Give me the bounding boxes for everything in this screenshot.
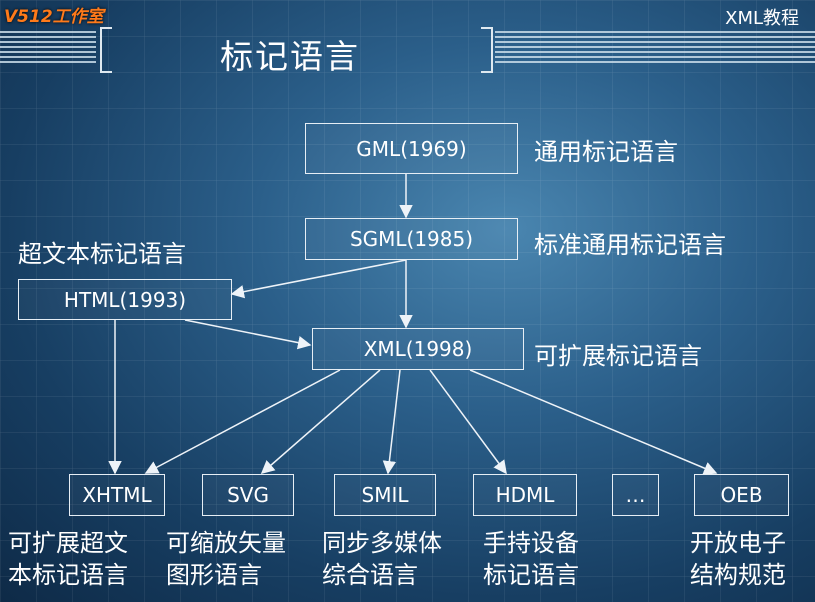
sgml-node: SGML(1985): [305, 218, 518, 260]
studio-logo: V512工作室: [4, 7, 104, 27]
child-node-xhtml: XHTML: [69, 474, 165, 516]
title-bracket-right: [481, 27, 493, 73]
sgml-description: 标准通用标记语言: [534, 231, 726, 259]
child-node-svg: SVG: [202, 474, 294, 516]
header-stripes-right: [495, 31, 815, 65]
title-bracket-left: [100, 27, 112, 73]
arrow-xml-smil: [382, 369, 401, 475]
child-node-hdml: HDML: [473, 474, 577, 516]
child-node-ellipsis: …: [612, 474, 659, 516]
header-stripes-left: [0, 31, 96, 65]
arrow-html-xml: [184, 319, 312, 350]
arrow-sgml-html: [230, 259, 407, 299]
gml-description: 通用标记语言: [534, 138, 678, 166]
gml-node: GML(1969): [305, 123, 518, 174]
oeb-description: 开放电子 结构规范: [690, 529, 786, 589]
hdml-description: 手持设备 标记语言: [483, 529, 579, 589]
xhtml-description: 可扩展超文 本标记语言: [8, 529, 128, 589]
svg-description: 可缩放矢量 图形语言: [166, 529, 286, 589]
html-node: HTML(1993): [18, 279, 232, 320]
xml-description: 可扩展标记语言: [534, 342, 702, 370]
arrow-xml-svg: [260, 369, 381, 474]
smil-description: 同步多媒体 综合语言: [322, 529, 442, 589]
arrow-xml-xhtml: [144, 369, 341, 474]
xml-node: XML(1998): [312, 328, 524, 370]
html-description: 超文本标记语言: [18, 240, 186, 268]
course-title: XML教程: [725, 8, 799, 29]
arrow-xml-oeb: [469, 369, 718, 475]
child-node-oeb: OEB: [694, 474, 789, 516]
child-node-smil: SMIL: [334, 474, 436, 516]
page-title: 标记语言: [220, 37, 360, 76]
arrow-xml-hdml: [429, 369, 507, 475]
